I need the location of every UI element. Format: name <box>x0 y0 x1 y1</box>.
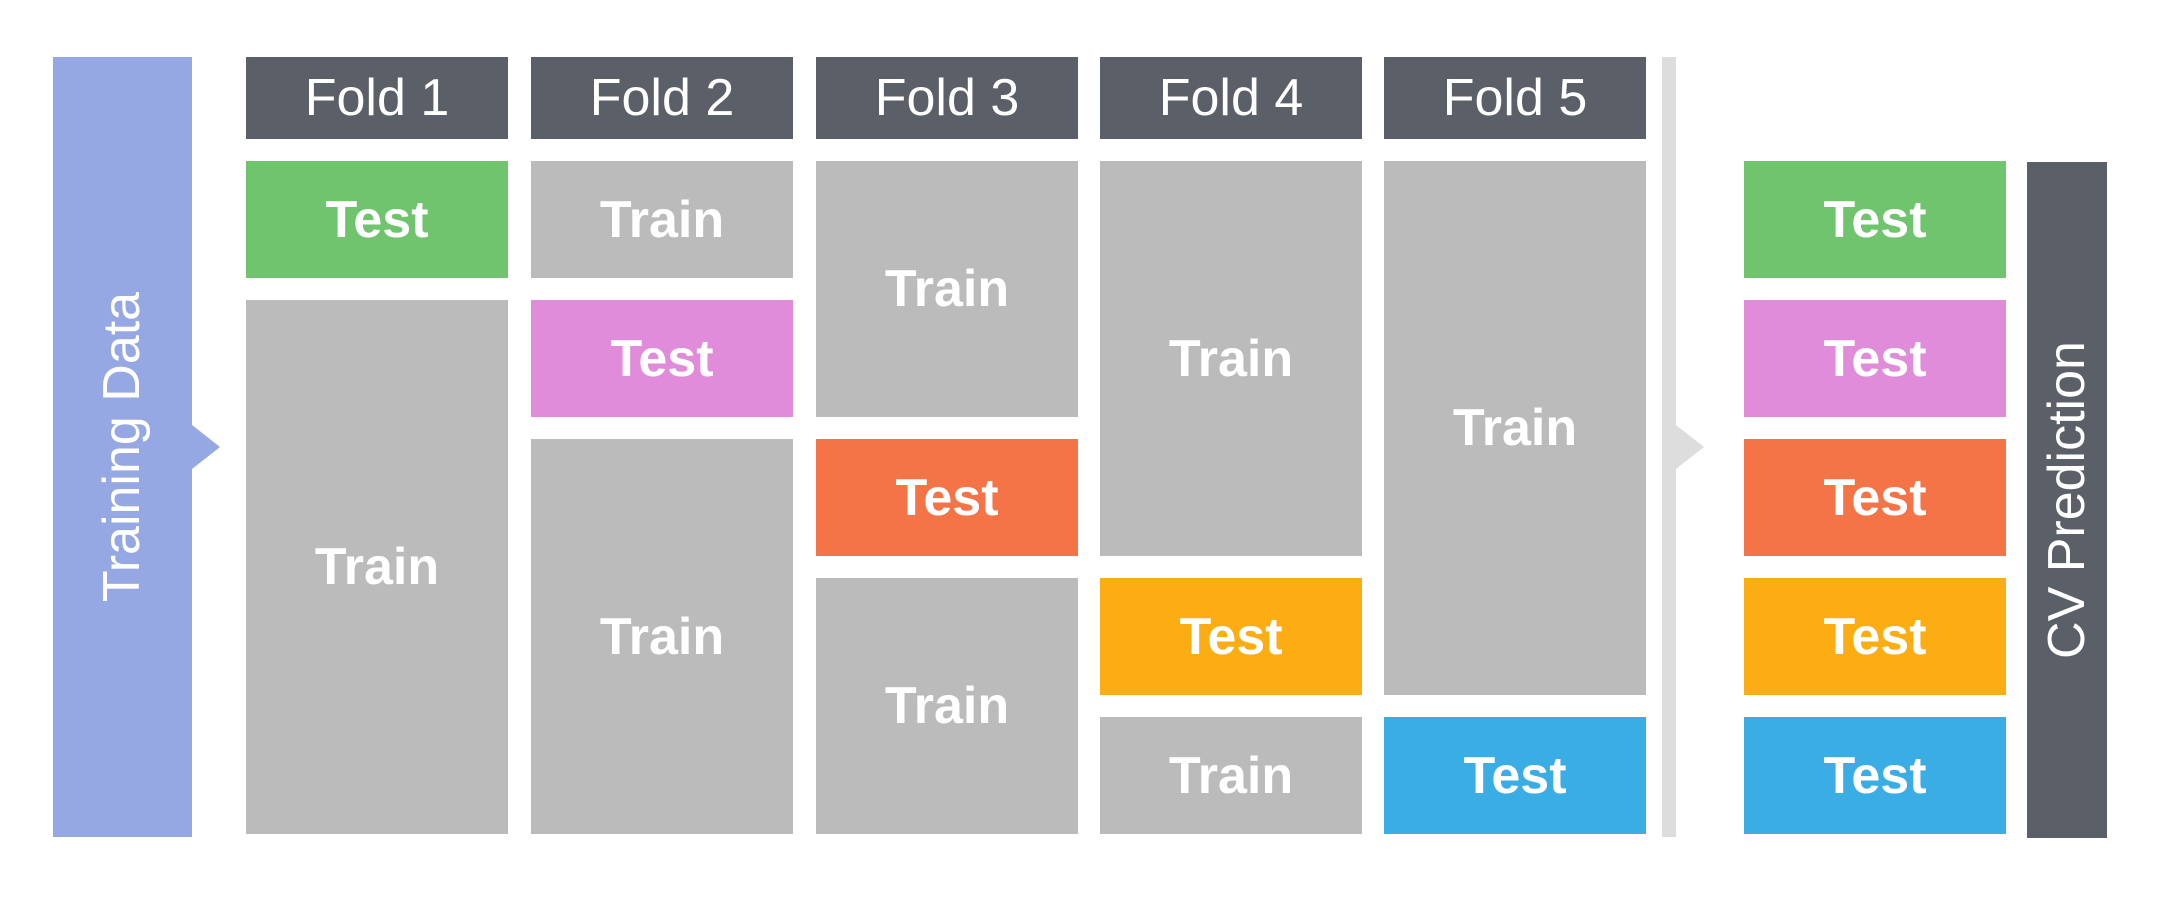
fold-1-test-block: Test <box>246 161 508 278</box>
fold-3-train-block: Train <box>816 161 1078 417</box>
cv-test-block-1: Test <box>1744 161 2006 278</box>
fold-5-train-block: Train <box>1384 161 1646 695</box>
fold-4-train-block: Train <box>1100 717 1362 834</box>
fold-4-test-block: Test <box>1100 578 1362 695</box>
fold-header-3: Fold 3 <box>816 57 1078 139</box>
cv-test-block-2: Test <box>1744 300 2006 417</box>
cv-test-block-4: Test <box>1744 578 2006 695</box>
fold-3-test-block: Test <box>816 439 1078 556</box>
separator-arrow-icon <box>1676 425 1704 469</box>
training-data-arrow-icon <box>192 425 220 469</box>
fold-2-test-block: Test <box>531 300 793 417</box>
fold-2-train-block: Train <box>531 439 793 834</box>
fold-header-4: Fold 4 <box>1100 57 1362 139</box>
fold-3-train-block: Train <box>816 578 1078 834</box>
fold-2-train-block: Train <box>531 161 793 278</box>
fold-4-train-block: Train <box>1100 161 1362 556</box>
cv-test-block-3: Test <box>1744 439 2006 556</box>
cv-test-block-5: Test <box>1744 717 2006 834</box>
fold-header-1: Fold 1 <box>246 57 508 139</box>
training-data-bar: Training Data <box>53 57 192 837</box>
training-data-label: Training Data <box>93 291 152 603</box>
fold-header-2: Fold 2 <box>531 57 793 139</box>
cv-prediction-bar: CV Prediction <box>2027 162 2107 838</box>
separator-bar <box>1662 57 1676 837</box>
fold-header-5: Fold 5 <box>1384 57 1646 139</box>
fold-5-test-block: Test <box>1384 717 1646 834</box>
fold-1-train-block: Train <box>246 300 508 834</box>
cv-prediction-label: CV Prediction <box>2038 341 2097 659</box>
